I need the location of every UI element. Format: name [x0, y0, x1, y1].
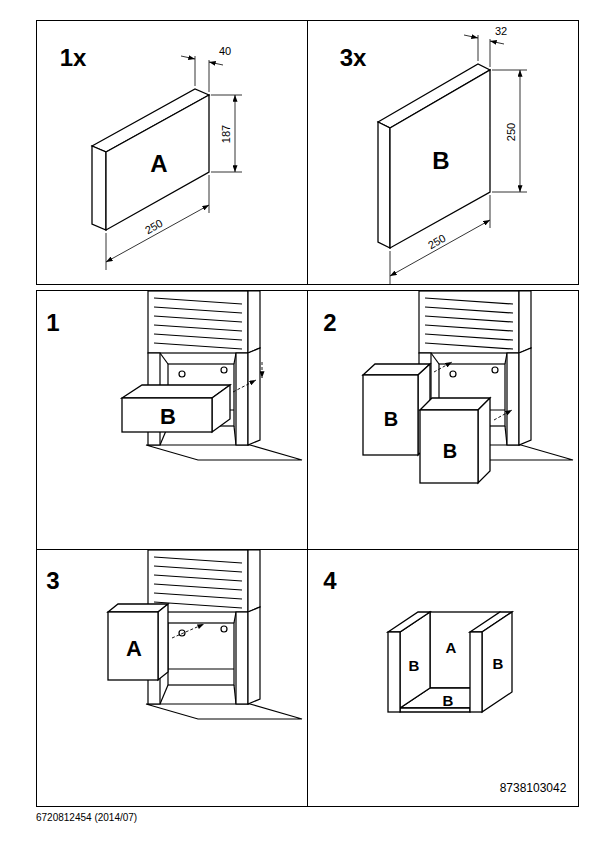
part-b-plate: [122, 385, 230, 432]
part-letter: B: [432, 149, 449, 173]
part-letter: B: [493, 656, 504, 671]
part-letter: B: [443, 441, 457, 461]
dimension-lines: [464, 35, 478, 38]
dimension-lines: [181, 56, 195, 59]
insert-arrow: [262, 362, 263, 378]
dimension-lines: [195, 56, 196, 86]
step-panel: 3A: [36, 549, 308, 807]
document-code: 6720812454 (2014/07): [36, 813, 137, 823]
dimension-lines: [106, 233, 107, 270]
dimension-lines: [478, 35, 479, 61]
part-letter: A: [126, 638, 142, 660]
assembly-illustration: [146, 291, 302, 460]
dimension: 250: [426, 233, 447, 252]
part-a-block: [92, 146, 106, 230]
part-a-panel: [158, 604, 168, 680]
part-b-side-panels: [363, 375, 418, 455]
dimension-lines: [211, 172, 242, 173]
part-b-side-panels: [420, 410, 478, 483]
insert-arrow: [233, 362, 262, 392]
part-letter: B: [409, 658, 420, 673]
part-letter: B: [384, 409, 398, 429]
step-number: 3: [46, 569, 59, 593]
part-b-block: [378, 64, 490, 248]
quantity: 1x: [60, 46, 87, 70]
part-letter: A: [446, 640, 457, 655]
step-number: 4: [323, 569, 336, 593]
part-b-side-panels: [478, 398, 490, 483]
dimension-lines: [490, 39, 491, 67]
insert-arrow: [434, 362, 452, 372]
assembled-box: [388, 612, 430, 632]
dimension-lines: [492, 70, 527, 71]
part-a-panel: [108, 612, 158, 680]
assembled-box: [388, 612, 512, 712]
insert-arrow: [233, 380, 256, 392]
assembled-box: [482, 612, 512, 712]
dimension: 32: [495, 26, 507, 37]
dimension-lines: [490, 41, 504, 44]
dimension-lines: [209, 175, 210, 213]
dimension: 187: [221, 125, 232, 143]
part-panel: 1x 40 187 250 A: [36, 20, 308, 285]
insert-arrow: [172, 624, 204, 638]
dimension-lines: [209, 60, 210, 92]
dimension: 40: [219, 46, 231, 57]
part-b-side-panels: [363, 364, 490, 483]
part-b-block: [378, 122, 390, 248]
insert-arrow: [172, 624, 204, 638]
part-a-panel: [108, 604, 168, 680]
assembled-box: [400, 708, 470, 712]
dimension-lines: [106, 56, 242, 270]
step-number: 1: [46, 311, 59, 335]
document-number: 8738103042: [500, 782, 567, 794]
dimension: 250: [143, 218, 164, 237]
dimension-lines: [211, 95, 242, 96]
part-b-plate: [212, 385, 230, 432]
part-a-block: [106, 95, 209, 230]
dimension-lines: [490, 195, 491, 228]
part-letter: B: [443, 693, 454, 708]
step-panel: 1B: [36, 290, 308, 550]
assembled-box: [470, 632, 482, 712]
dimension-lines: [106, 205, 209, 262]
assembled-box: [388, 632, 400, 712]
part-letter: B: [160, 406, 176, 428]
dimension-lines: [492, 192, 527, 193]
insert-arrow: [494, 410, 512, 420]
insert-arrow: [434, 362, 512, 420]
dimension-lines: [520, 70, 521, 192]
part-b-plate: [122, 398, 212, 432]
dimension-lines: [390, 35, 527, 284]
part-panel: 3x32250250B: [307, 20, 579, 285]
part-letter: A: [150, 152, 167, 176]
step-panel: 4B A B B 8738103042: [307, 549, 579, 807]
dimension: 250: [506, 123, 517, 141]
assembly-illustration: [146, 550, 302, 719]
dimension-lines: [209, 62, 223, 65]
dimension-lines: [390, 251, 391, 284]
part-a-block: [92, 89, 209, 230]
quantity: 3x: [340, 46, 367, 70]
dimension-lines: [390, 220, 490, 276]
dimension-lines: [235, 95, 236, 172]
step-number: 2: [323, 311, 336, 335]
step-panel: 2B B: [307, 290, 579, 550]
part-b-block: [390, 70, 490, 248]
